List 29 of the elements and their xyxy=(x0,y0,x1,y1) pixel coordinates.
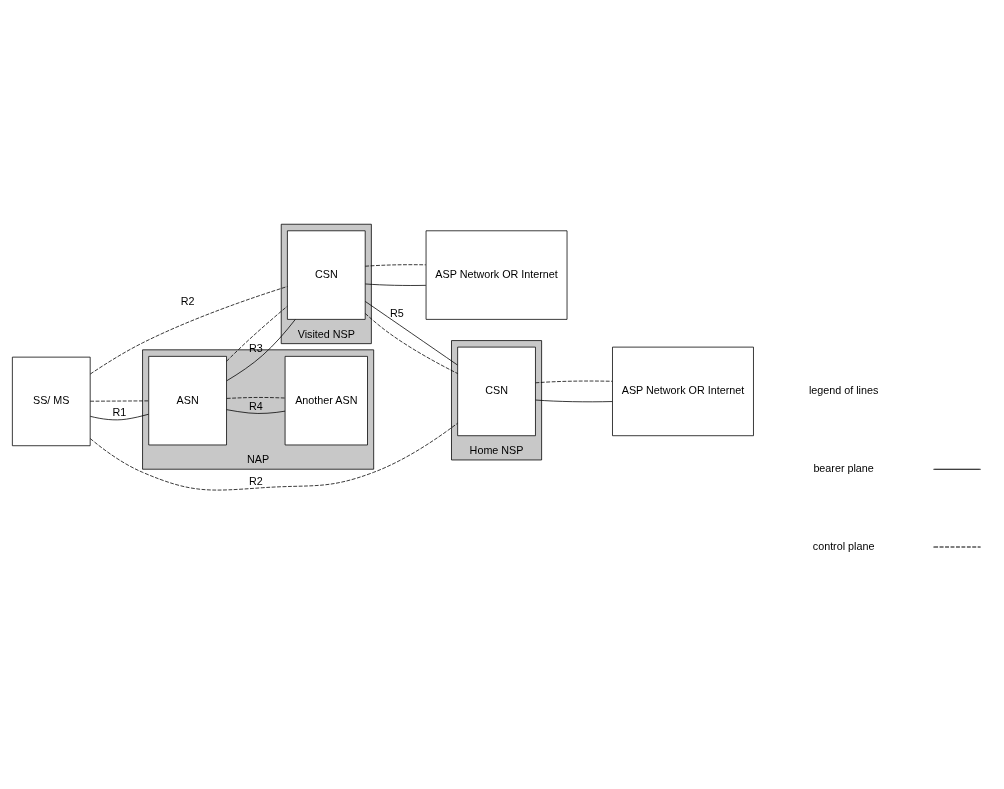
connector xyxy=(89,422,458,491)
node-box: ASP Network OR Internet xyxy=(425,230,567,320)
node-box: SS/ MS xyxy=(11,356,91,447)
connector xyxy=(89,413,149,421)
connector xyxy=(89,286,288,375)
node-box: CSN xyxy=(286,230,366,320)
label: legend of lines xyxy=(808,384,878,397)
connector xyxy=(364,313,458,374)
edge-label: R1 xyxy=(112,406,126,419)
connector xyxy=(534,399,613,403)
connector xyxy=(225,305,288,362)
connector xyxy=(364,301,458,366)
edge-label: R2 xyxy=(180,295,195,308)
node-box: ASP Network OR Internet xyxy=(611,346,754,437)
connector xyxy=(534,380,613,384)
node-box: Another ASN xyxy=(284,356,368,446)
connector xyxy=(226,319,296,382)
edge-label: R4 xyxy=(248,400,263,413)
legend-label: bearer plane xyxy=(812,462,874,475)
legend-label: control plane xyxy=(812,539,874,552)
edge-label: R2 xyxy=(248,474,263,487)
node-box: ASN xyxy=(147,356,227,446)
connector xyxy=(364,264,426,267)
connector xyxy=(225,397,285,399)
connector xyxy=(89,400,149,402)
edge-label: R5 xyxy=(389,306,404,319)
connector xyxy=(364,283,426,286)
node-box: CSN xyxy=(456,346,536,437)
connector xyxy=(225,409,285,414)
